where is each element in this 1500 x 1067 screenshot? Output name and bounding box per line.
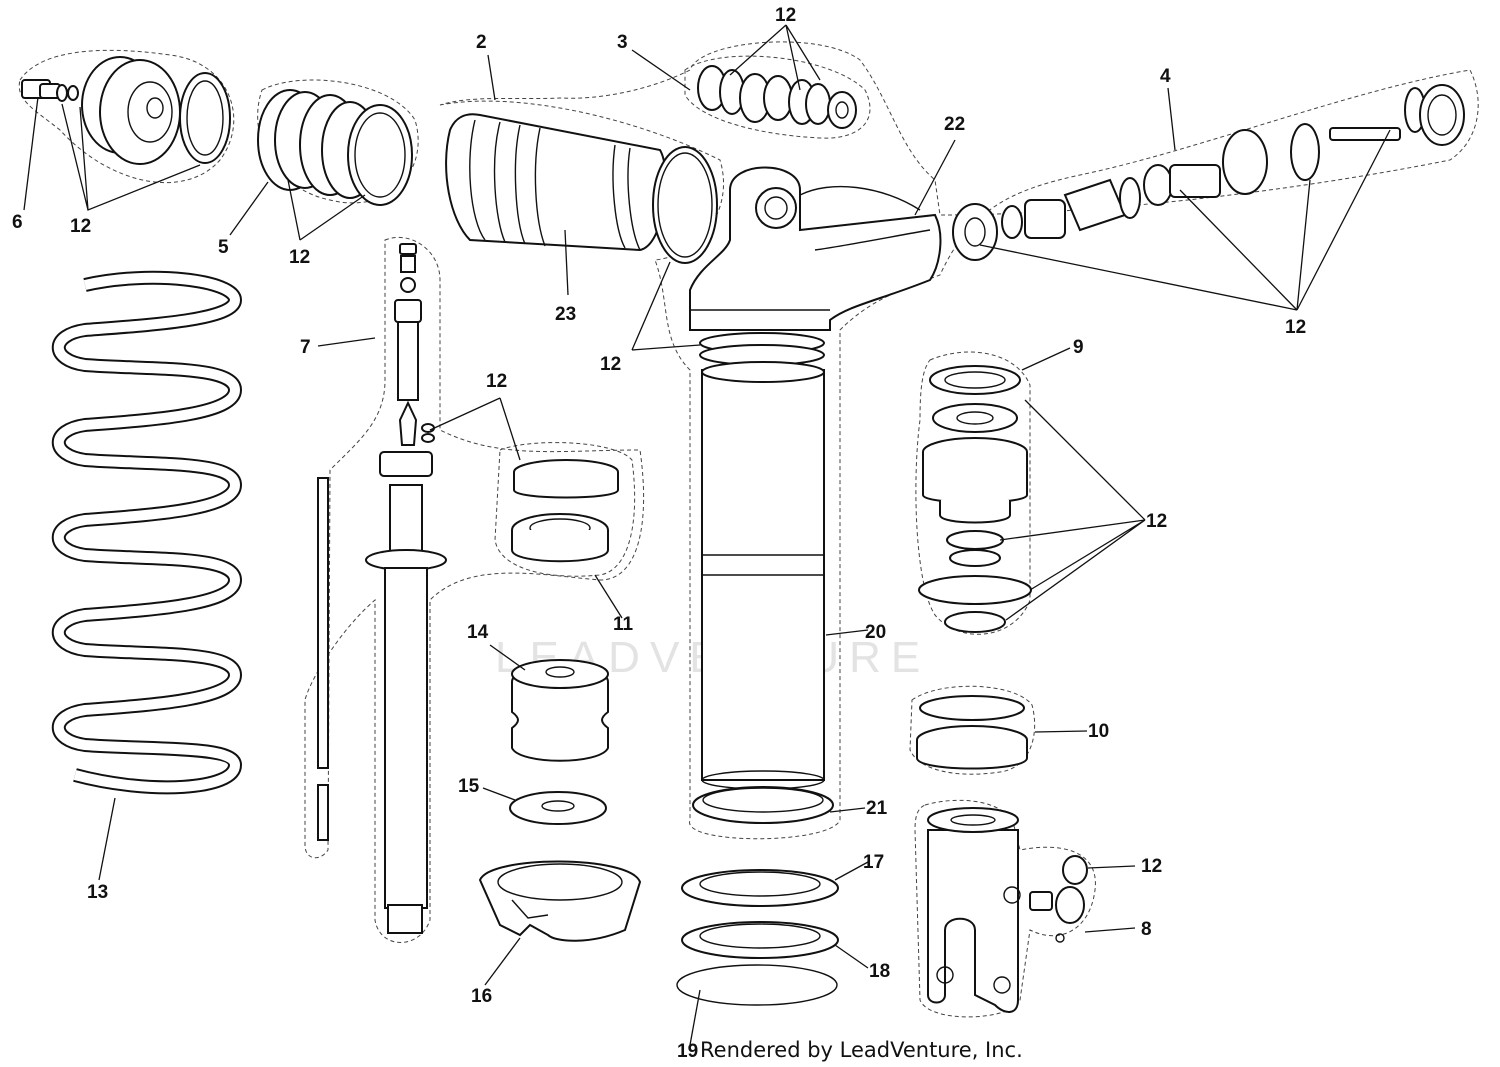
part-11-piston [511, 459, 619, 563]
part-19-washer [676, 964, 838, 1006]
callout-12-eyelet: 12 [1141, 856, 1162, 877]
callout-12-top: 12 [775, 5, 796, 26]
group-outline-6 [18, 49, 235, 184]
part-16-spring-seat [478, 860, 642, 942]
part-17-preload-nut [681, 869, 839, 907]
callout-6: 6 [12, 212, 23, 233]
callout-12-body: 12 [600, 354, 621, 375]
part-21-lock-ring [692, 786, 834, 824]
callout-18: 18 [869, 961, 890, 982]
part-9-seal-head [918, 365, 1032, 633]
group-outline-3 [684, 55, 871, 139]
credit-text: Rendered by LeadVenture, Inc. [700, 1038, 1023, 1062]
callout-12-ring5: 12 [289, 247, 310, 268]
part-4-reservoir-internals [952, 84, 1465, 261]
group-outline-7 [304, 236, 645, 943]
callout-10: 10 [1088, 721, 1109, 742]
group-outline-8 [914, 799, 1096, 1018]
callout-20: 20 [865, 622, 886, 643]
callout-7: 7 [300, 337, 311, 358]
callout-15: 15 [458, 776, 480, 797]
callout-5: 5 [218, 237, 229, 258]
part-10-bearing [916, 695, 1028, 770]
part-5-piston-rings [257, 89, 413, 206]
callout-16: 16 [471, 986, 492, 1007]
callout-12-reservoir: 12 [1285, 317, 1306, 338]
reservoir-cap-assembly [81, 56, 231, 165]
group-outline-11 [494, 442, 636, 577]
part-6-valve [21, 79, 79, 102]
callout-4: 4 [1160, 66, 1171, 87]
callout-11: 11 [613, 614, 634, 635]
part-7-shaft-assembly [317, 243, 447, 934]
callout-13: 13 [87, 882, 108, 903]
part-15-washer [509, 791, 607, 825]
group-outline-9 [915, 351, 1031, 635]
part-22-shock-body [689, 166, 942, 331]
callout-17: 17 [863, 852, 884, 873]
callout-9: 9 [1073, 337, 1084, 358]
callout-19: 19 [677, 1041, 698, 1062]
part-20-damper-tube [701, 361, 825, 790]
part-14-bump-stop [511, 659, 609, 762]
callout-8: 8 [1141, 919, 1152, 940]
callout-12-shaft: 12 [486, 371, 507, 392]
group-outline-2 [439, 41, 1479, 840]
callout-12-sealhead: 12 [1146, 511, 1167, 532]
callout-22: 22 [944, 114, 965, 135]
callout-2: 2 [476, 32, 487, 53]
callout-14: 14 [467, 622, 489, 643]
callout-23: 23 [555, 304, 576, 325]
leader-lines [23, 24, 1391, 1046]
part-18-lock-nut [681, 921, 839, 959]
part-8-clevis-eyelet [927, 807, 1088, 1013]
group-outline-10 [909, 685, 1036, 775]
callout-21: 21 [866, 798, 888, 819]
part-13-coil-spring [51, 270, 243, 795]
part-23-dust-boot [445, 113, 718, 264]
callout-12-left: 12 [70, 216, 91, 237]
part-3-seal-kit [697, 65, 857, 129]
callout-3: 3 [617, 32, 628, 53]
